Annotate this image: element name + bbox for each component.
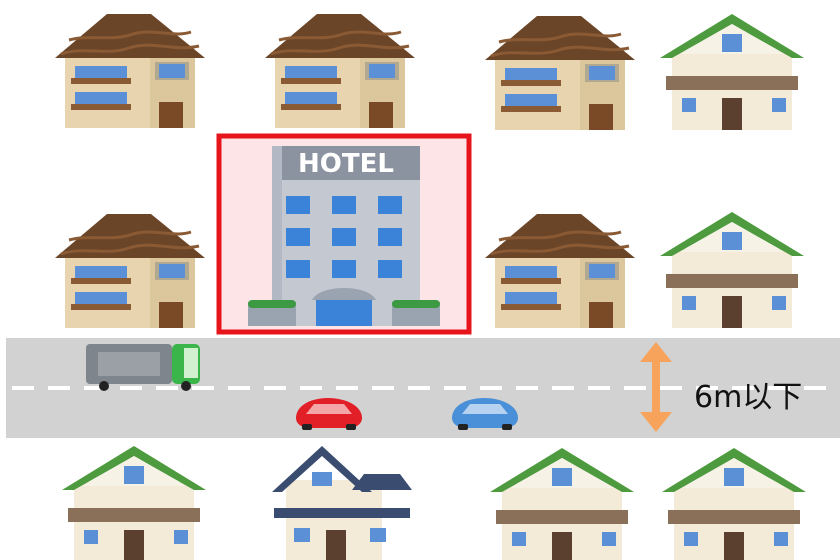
house	[55, 14, 205, 128]
house	[62, 446, 206, 560]
house	[485, 214, 635, 328]
house	[660, 14, 804, 130]
house	[55, 214, 205, 328]
house	[485, 16, 635, 130]
house	[272, 446, 412, 560]
house	[265, 14, 415, 128]
house	[490, 448, 634, 560]
hotel-sign: HOTEL	[298, 149, 394, 179]
truck	[86, 344, 200, 391]
house	[662, 448, 806, 560]
road-width-label: 6m以下	[694, 372, 802, 416]
house	[660, 212, 804, 328]
